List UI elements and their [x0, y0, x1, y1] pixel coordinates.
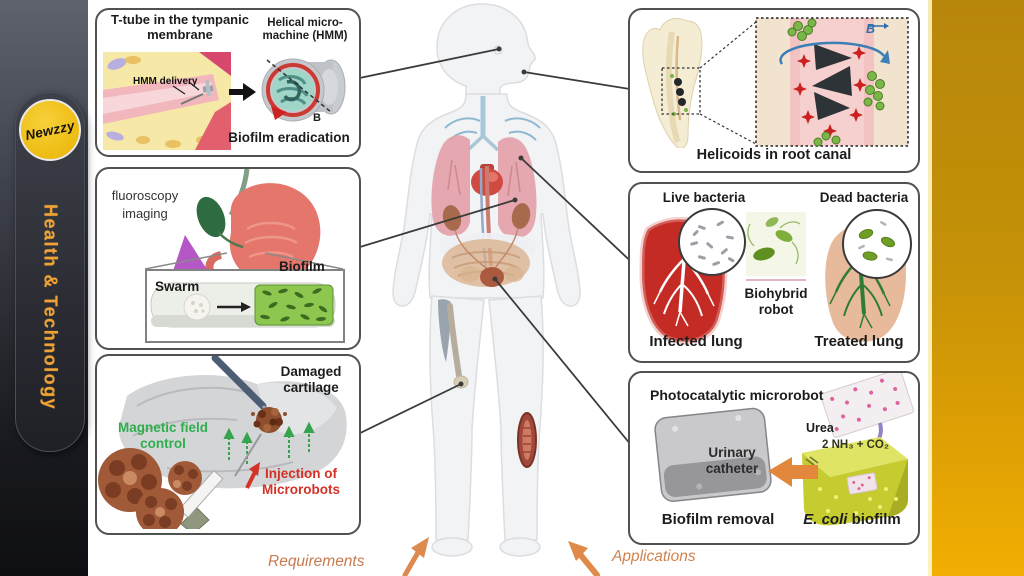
body-left-leg	[429, 295, 485, 541]
biofilm-removal-caption: Biofilm removal	[661, 511, 775, 528]
applications-label: Applications	[612, 548, 696, 565]
red-sparkles	[793, 46, 867, 138]
lungs-illustration	[639, 208, 912, 345]
dead-bacteria-circle	[842, 209, 912, 279]
cartilage-illustration	[98, 356, 347, 529]
magnetic-arrows	[223, 421, 315, 464]
gold-accent-bar	[928, 0, 1024, 576]
body-head	[436, 3, 536, 97]
biohybrid-robot-label: Biohybrid robot	[744, 286, 808, 318]
arrow-right-icon	[229, 83, 256, 101]
ecoli-biofilm-caption: E. coli biofilm	[794, 511, 910, 528]
urinary-catheter-label: Urinary catheter	[705, 445, 759, 477]
syringe	[178, 433, 262, 529]
ecoli-biofilm-slab	[802, 437, 908, 526]
logo-text: Newzzy	[24, 117, 76, 143]
left-kidney	[442, 205, 462, 231]
biofilm-label: Biofilm	[279, 259, 325, 274]
heart	[471, 168, 503, 196]
helicoid-icon	[812, 44, 852, 120]
panel-tooth-helicoids: B Helicoids in root canal	[628, 8, 920, 173]
swarm-label: Swarm	[155, 279, 200, 294]
dead-bacteria-ovals	[858, 221, 896, 262]
panel-ear-ttube: T-tube in the tympanic membrane Helical …	[95, 8, 361, 157]
injection-of-microrobots-label: Injection of Microrobots	[261, 466, 340, 498]
live-bacteria-label: Live bacteria	[662, 190, 746, 205]
gallbladder-shape	[196, 196, 226, 238]
biofilm-suffix: biofilm	[847, 511, 901, 528]
panel-lung-biohybrid: Live bacteria Dead bacteria Biohybrid ro…	[628, 182, 920, 363]
requirements-arrow-icon	[402, 537, 429, 576]
hmm-label: Helical micro-machine (HMM)	[262, 17, 348, 43]
left-lung	[431, 135, 470, 236]
microrobot-sheet	[820, 373, 914, 438]
catheter-illustration	[654, 373, 914, 526]
vessels	[444, 117, 541, 141]
applications-arrow-icon	[568, 541, 600, 576]
damaged-spot	[251, 407, 287, 433]
tooth-shape	[642, 17, 703, 148]
ear-canal-illustration	[103, 52, 231, 150]
helical-micromachine-illustration	[261, 58, 346, 122]
gold-edge-highlight	[928, 0, 932, 576]
reaction-label: 2 NH₃ + CO₂	[822, 439, 889, 451]
root-canal-inset	[755, 17, 909, 147]
ear-b-field-label: B	[313, 112, 321, 124]
urea-label: Urea	[806, 421, 834, 435]
right-lung	[498, 137, 537, 238]
body-torso	[392, 93, 581, 307]
panel-cartilage-injection: Damaged cartilage Magnetic field control…	[95, 354, 361, 535]
probe-pen	[211, 356, 267, 410]
urinary-catheter-slab	[654, 407, 772, 502]
treated-lung-caption: Treated lung	[814, 333, 904, 350]
connector-lines	[349, 48, 641, 457]
stomach-shape	[229, 183, 321, 282]
brand-sidebar: Newzzy Health & Technology	[0, 0, 88, 576]
requirements-label: Requirements	[268, 553, 365, 570]
arrow-left-icon	[768, 457, 818, 487]
damaged-cartilage-label: Damaged cartilage	[280, 364, 342, 395]
bladder	[480, 267, 504, 287]
b-field-rotation-arrow	[779, 41, 886, 65]
tooth-root-canal-illustration	[642, 17, 909, 148]
intestines	[442, 239, 530, 287]
ecoli-species: E. coli	[803, 511, 848, 528]
catheter-tube-illustration	[150, 282, 336, 328]
live-bacteria-circle	[678, 208, 746, 276]
microrobot-spheres	[98, 448, 202, 529]
biohybrid-robot-cells	[747, 217, 801, 265]
biofilm-eradication-caption: Biofilm eradication	[228, 130, 350, 145]
live-bacteria-rods	[690, 220, 735, 266]
category-label: Health & Technology	[40, 204, 61, 411]
fluoroscopy-imaging-label: fluoroscopy imaging	[111, 188, 179, 221]
brand-card: Newzzy Health & Technology	[15, 92, 85, 452]
tooth-b-field-label: B	[866, 22, 876, 36]
panel-stomach-swarm: fluoroscopy imaging	[95, 167, 361, 350]
newzzy-logo: Newzzy	[19, 99, 81, 161]
hmm-delivery-label: HMM delivery	[133, 76, 198, 87]
bacteria-clusters	[787, 18, 885, 147]
ear-mark	[493, 45, 503, 55]
swarm-inset	[145, 269, 345, 343]
photocatalytic-title: Photocatalytic microrobot	[650, 387, 824, 403]
leg-wound	[517, 412, 537, 468]
femur	[447, 303, 462, 379]
infected-lung-caption: Infected lung	[649, 333, 743, 350]
dead-bacteria-label: Dead bacteria	[819, 190, 909, 205]
panel-catheter-photocatalytic: Photocatalytic microrobot Urea 2 NH₃ + C…	[628, 371, 920, 545]
ear-panel-title: T-tube in the tympanic membrane	[111, 12, 249, 42]
helicoids-caption: Helicoids in root canal	[696, 147, 852, 163]
right-kidney	[511, 203, 531, 229]
body-right-leg	[488, 295, 544, 541]
magnetic-field-control-label: Magnetic field control	[117, 420, 208, 452]
